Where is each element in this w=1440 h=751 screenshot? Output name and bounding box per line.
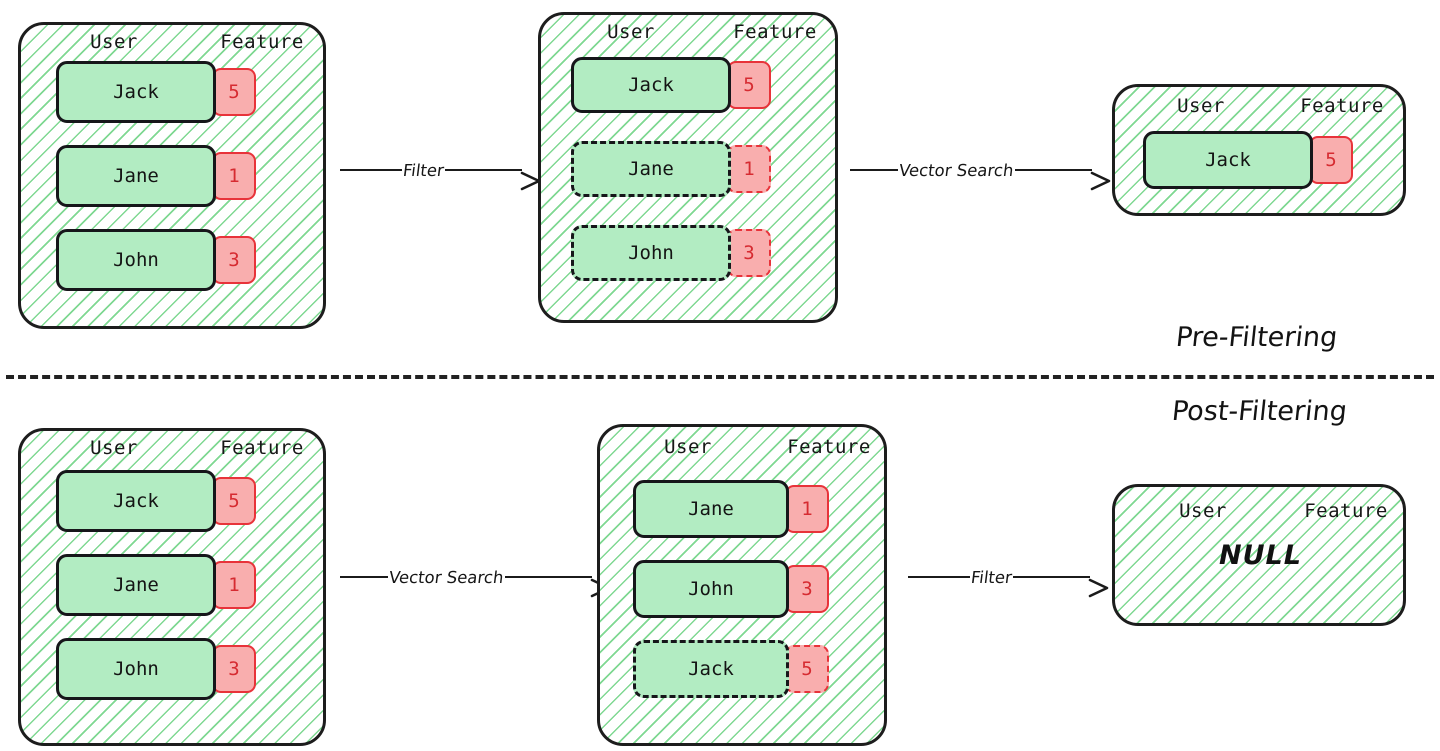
column-header-user: User	[664, 436, 712, 458]
arrow-filter-pre: Filter	[340, 155, 541, 191]
user-pill[interactable]: John	[571, 225, 731, 281]
arrow-label: Filter	[401, 160, 446, 180]
feature-badge[interactable]: 1	[212, 152, 256, 200]
feature-badge[interactable]: 3	[727, 229, 771, 277]
arrow-line	[908, 576, 970, 578]
pre-filtering-stage1-panel: User Feature Jack 5 Jane 1 John 3	[18, 22, 326, 329]
arrow-line	[444, 169, 522, 171]
feature-badge[interactable]: 5	[1309, 136, 1353, 184]
user-pill[interactable]: John	[56, 229, 216, 291]
user-pill[interactable]: John	[633, 560, 789, 618]
user-pill[interactable]: Jane	[633, 480, 789, 538]
table-row[interactable]: John 3	[56, 638, 256, 700]
table-row[interactable]: John 3	[633, 560, 829, 618]
column-header-user: User	[607, 21, 655, 43]
feature-badge[interactable]: 3	[212, 236, 256, 284]
user-pill[interactable]: Jane	[56, 145, 216, 207]
feature-badge[interactable]: 3	[212, 645, 256, 693]
panel-header: User Feature	[1115, 500, 1403, 522]
arrow-line	[340, 576, 388, 578]
feature-badge[interactable]: 1	[727, 145, 771, 193]
feature-badge[interactable]: 1	[785, 485, 829, 533]
section-label-post-filtering: Post-Filtering	[1170, 396, 1349, 427]
table-row[interactable]: Jack 5	[56, 470, 256, 532]
null-value-label: NULL	[1219, 540, 1302, 571]
table-row[interactable]: Jack 5	[56, 61, 256, 123]
column-header-feature: Feature	[733, 21, 817, 43]
section-label-pre-filtering: Pre-Filtering	[1174, 322, 1339, 353]
column-header-feature: Feature	[220, 31, 304, 53]
post-filtering-stage3-panel: User Feature NULL	[1112, 484, 1406, 626]
feature-badge[interactable]: 5	[212, 68, 256, 116]
table-row[interactable]: John 3	[56, 229, 256, 291]
table-row[interactable]: Jane 1	[571, 141, 771, 197]
user-pill[interactable]: Jack	[633, 640, 789, 698]
user-pill[interactable]: Jack	[571, 57, 731, 113]
feature-badge[interactable]: 5	[785, 645, 829, 693]
column-header-feature: Feature	[220, 437, 304, 459]
panel-header: User Feature	[1115, 95, 1403, 117]
arrow-line	[1012, 576, 1090, 578]
table-row[interactable]: Jane 1	[633, 480, 829, 538]
table-row[interactable]: John 3	[571, 225, 771, 281]
feature-badge[interactable]: 5	[727, 61, 771, 109]
table-row[interactable]: Jack 5	[1143, 131, 1353, 189]
arrow-label: Vector Search	[387, 567, 505, 587]
pre-filtering-stage3-panel: User Feature Jack 5	[1112, 84, 1406, 216]
arrow-vector-search-post: Vector Search	[340, 562, 611, 598]
post-filtering-stage2-panel: User Feature Jane 1 John 3 Jack 5	[597, 424, 887, 746]
column-header-user: User	[1179, 500, 1227, 522]
arrow-label: Filter	[969, 567, 1014, 587]
user-pill[interactable]: Jack	[1143, 131, 1313, 189]
arrow-label: Vector Search	[897, 160, 1015, 180]
feature-badge[interactable]: 3	[785, 565, 829, 613]
user-pill[interactable]: Jack	[56, 470, 216, 532]
column-header-user: User	[1177, 95, 1225, 117]
user-pill[interactable]: John	[56, 638, 216, 700]
feature-badge[interactable]: 1	[212, 561, 256, 609]
user-pill[interactable]: Jane	[571, 141, 731, 197]
post-filtering-stage1-panel: User Feature Jack 5 Jane 1 John 3	[18, 428, 326, 746]
table-row[interactable]: Jack 5	[571, 57, 771, 113]
table-row[interactable]: Jack 5	[633, 640, 829, 698]
arrow-line	[850, 169, 898, 171]
arrow-line	[340, 169, 402, 171]
panel-header: User Feature	[21, 437, 323, 459]
arrow-vector-search-pre: Vector Search	[850, 155, 1111, 191]
arrow-line	[1014, 169, 1092, 171]
panel-header: User Feature	[600, 436, 884, 458]
panel-header: User Feature	[541, 21, 835, 43]
user-pill[interactable]: Jane	[56, 554, 216, 616]
panel-header: User Feature	[21, 31, 323, 53]
arrow-line	[504, 576, 592, 578]
table-row[interactable]: Jane 1	[56, 554, 256, 616]
feature-badge[interactable]: 5	[212, 477, 256, 525]
arrow-filter-post: Filter	[908, 562, 1109, 598]
pre-filtering-stage2-panel: User Feature Jack 5 Jane 1 John 3	[538, 12, 838, 323]
section-divider	[6, 375, 1434, 379]
table-row[interactable]: Jane 1	[56, 145, 256, 207]
column-header-feature: Feature	[1300, 95, 1384, 117]
column-header-feature: Feature	[787, 436, 871, 458]
column-header-user: User	[90, 31, 138, 53]
column-header-user: User	[90, 437, 138, 459]
user-pill[interactable]: Jack	[56, 61, 216, 123]
column-header-feature: Feature	[1304, 500, 1388, 522]
